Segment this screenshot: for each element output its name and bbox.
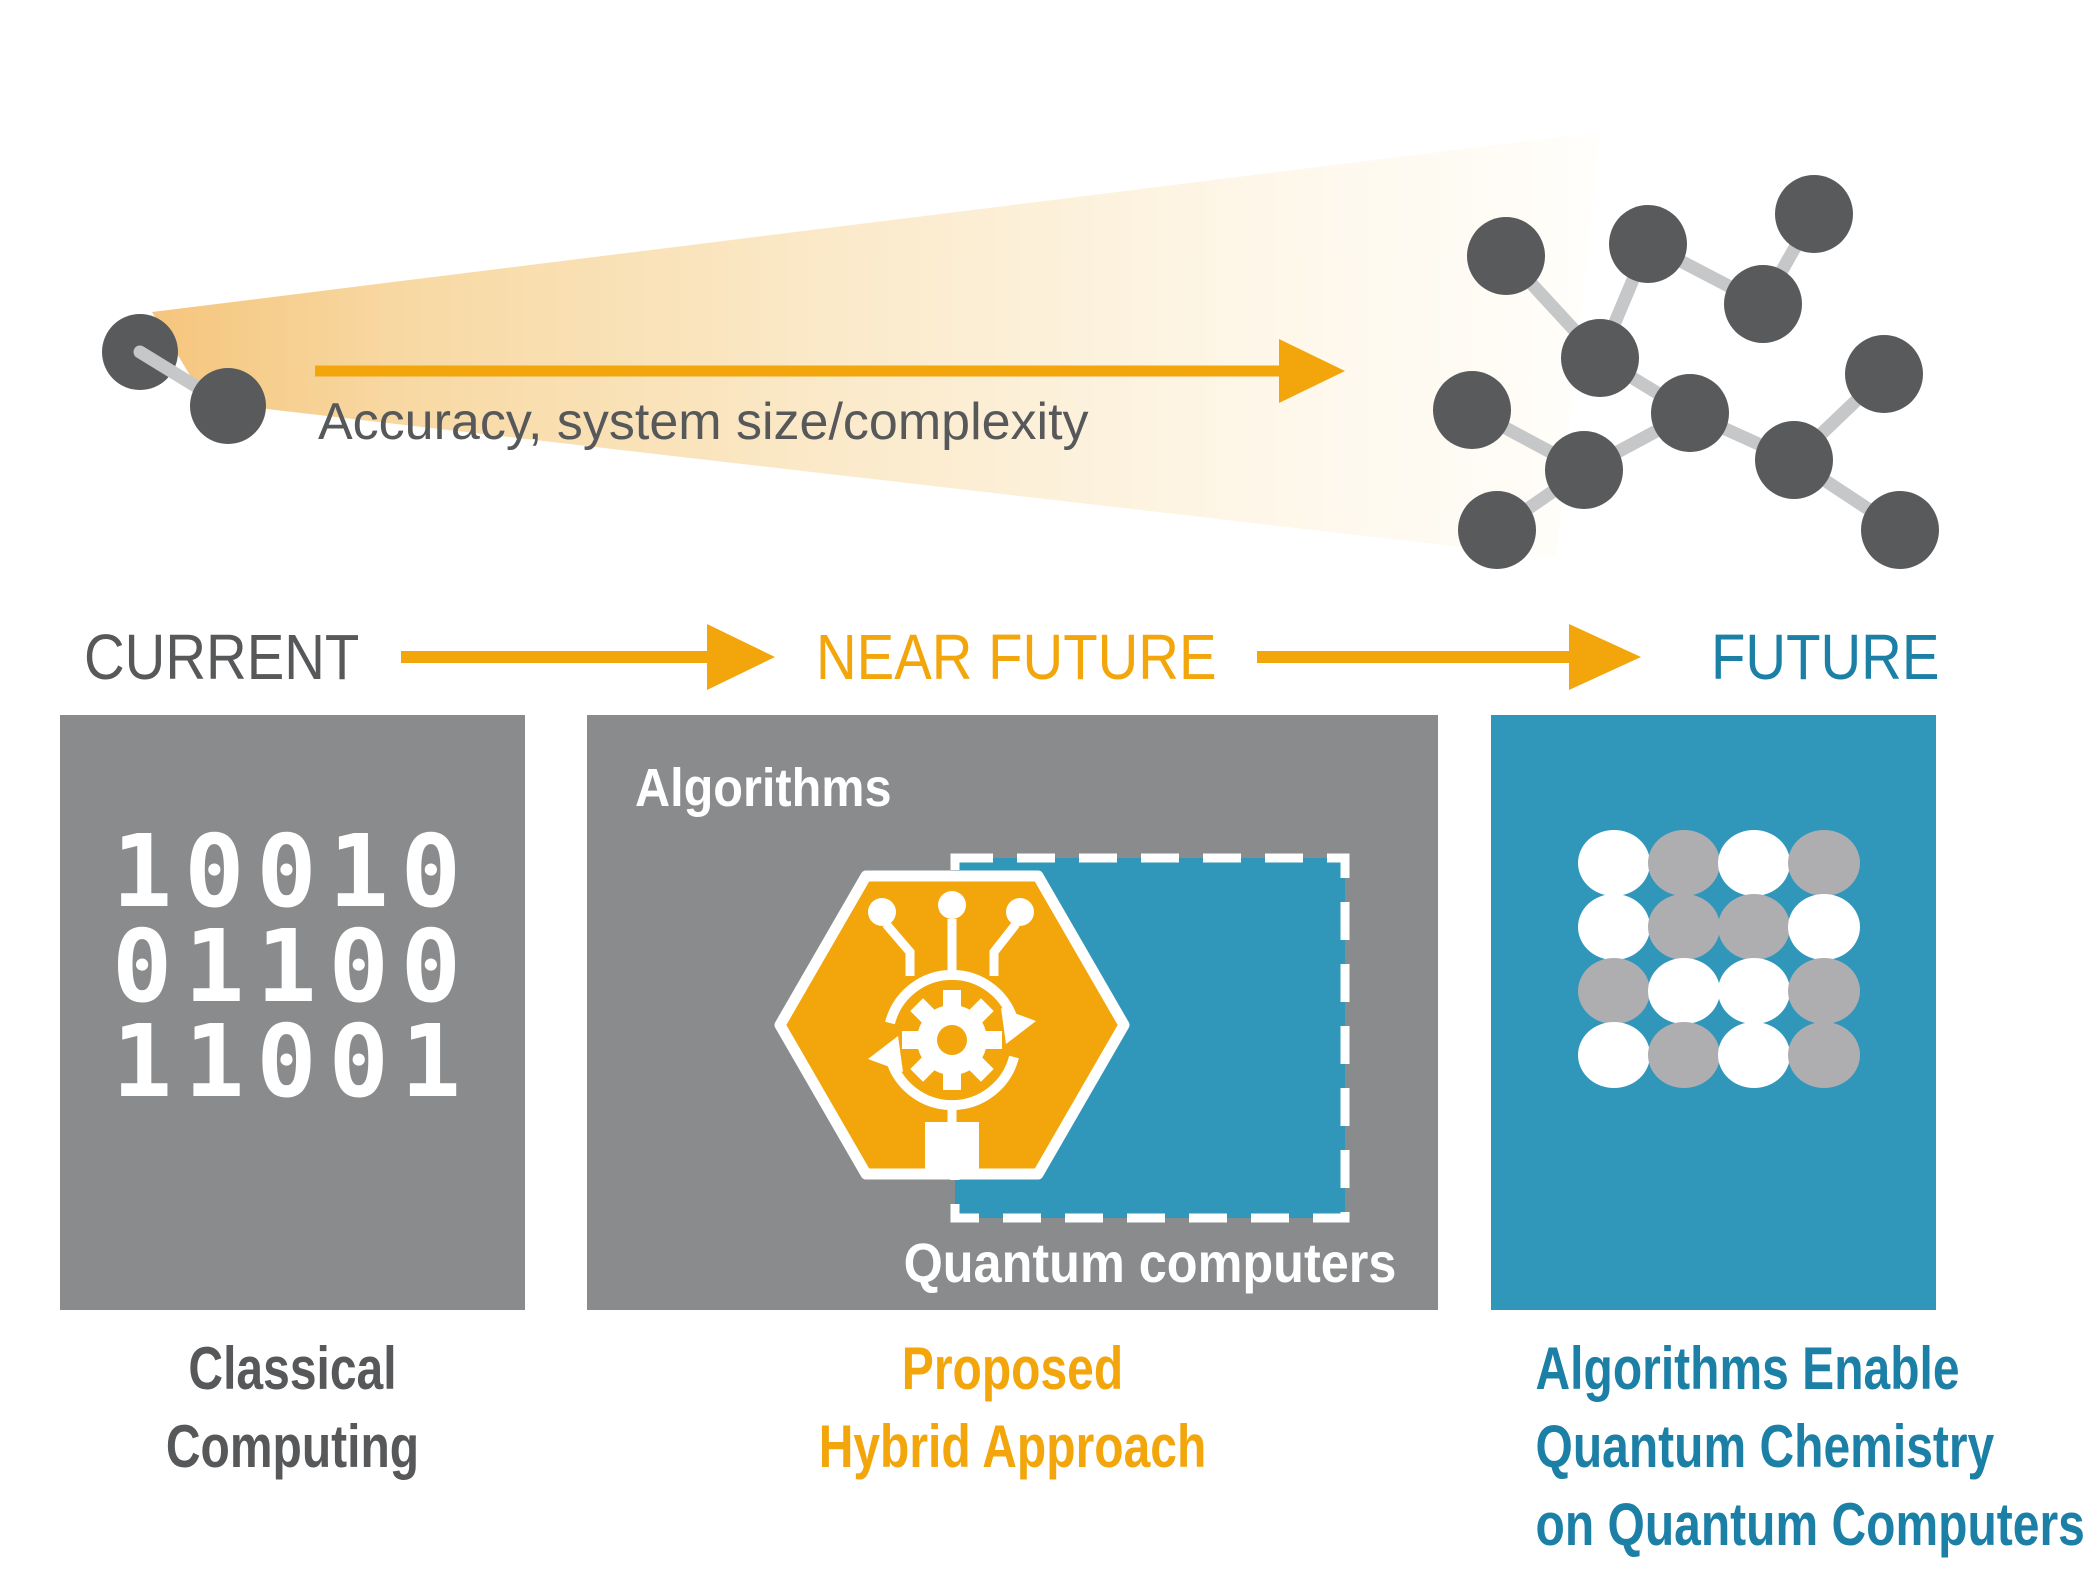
top-illustration: [102, 132, 1939, 569]
algorithm-gear-icon: [868, 891, 1036, 1176]
caption-quantum-future: Algorithms Enable Quantum Chemistry on Q…: [1535, 1330, 2085, 1564]
growth-arrow-label: Accuracy, system size/complexity: [318, 393, 1089, 451]
caption-line: Classical: [188, 1335, 397, 1402]
qubit-dot-gray: [1718, 894, 1790, 960]
growth-arrow-icon: [315, 339, 1345, 403]
binary-line: 11001: [111, 1003, 474, 1120]
qubit-dot-white: [1648, 958, 1720, 1024]
caption-line: Quantum Chemistry: [1535, 1413, 1995, 1480]
caption-line: Proposed: [901, 1335, 1124, 1402]
qubit-dot-gray: [1648, 830, 1720, 896]
timeline-stage-near-future: NEAR FUTURE: [816, 621, 1217, 693]
caption-line: on Quantum Computers: [1535, 1491, 2085, 1558]
qubit-dot-gray: [1578, 958, 1650, 1024]
timeline-stage-current: CURRENT: [84, 621, 360, 693]
qubit-dot-white: [1718, 830, 1790, 896]
caption-hybrid-approach: Proposed Hybrid Approach: [672, 1330, 1353, 1486]
small-molecule: [102, 314, 266, 444]
binary-line: 01100: [111, 908, 474, 1025]
timeline-stage-future: FUTURE: [1711, 621, 1940, 693]
qubit-dot-white: [1578, 830, 1650, 896]
qubit-dot-gray: [1788, 830, 1860, 896]
qubit-dot-gray: [1648, 894, 1720, 960]
caption-line: Hybrid Approach: [818, 1413, 1207, 1480]
qubit-dot-gray: [1648, 1022, 1720, 1088]
molecule-node: [190, 368, 266, 444]
timeline-arrow-icon: [401, 624, 775, 690]
caption-line: Algorithms Enable: [1535, 1335, 1960, 1402]
qubit-dot-white: [1718, 958, 1790, 1024]
panel-quantum-future: [1491, 715, 1936, 1310]
binary-line: 10010: [111, 813, 474, 930]
large-molecule: [1433, 175, 1939, 569]
binary-code: 10010 01100 11001: [60, 813, 525, 1120]
caption-line: Computing: [165, 1413, 420, 1480]
qubit-dot-white: [1578, 1022, 1650, 1088]
quantum-computers-label: Quantum computers: [903, 1231, 1397, 1294]
molecule-nodes: [1433, 175, 1939, 569]
qubit-dot-white: [1788, 894, 1860, 960]
qubit-dot-gray: [1788, 958, 1860, 1024]
growth-cone: [152, 132, 1600, 558]
caption-classical-computing: Classical Computing: [107, 1330, 479, 1486]
timeline-arrow-icon: [1257, 624, 1641, 690]
algorithms-label: Algorithms: [635, 758, 892, 818]
panel-classical-computing: [60, 715, 525, 1310]
hybrid-art: [774, 853, 1350, 1223]
qubit-grid: [1578, 830, 1860, 1088]
qubit-dot-white: [1718, 1022, 1790, 1088]
qubit-dot-white: [1578, 894, 1650, 960]
qubit-dot-gray: [1788, 1022, 1860, 1088]
